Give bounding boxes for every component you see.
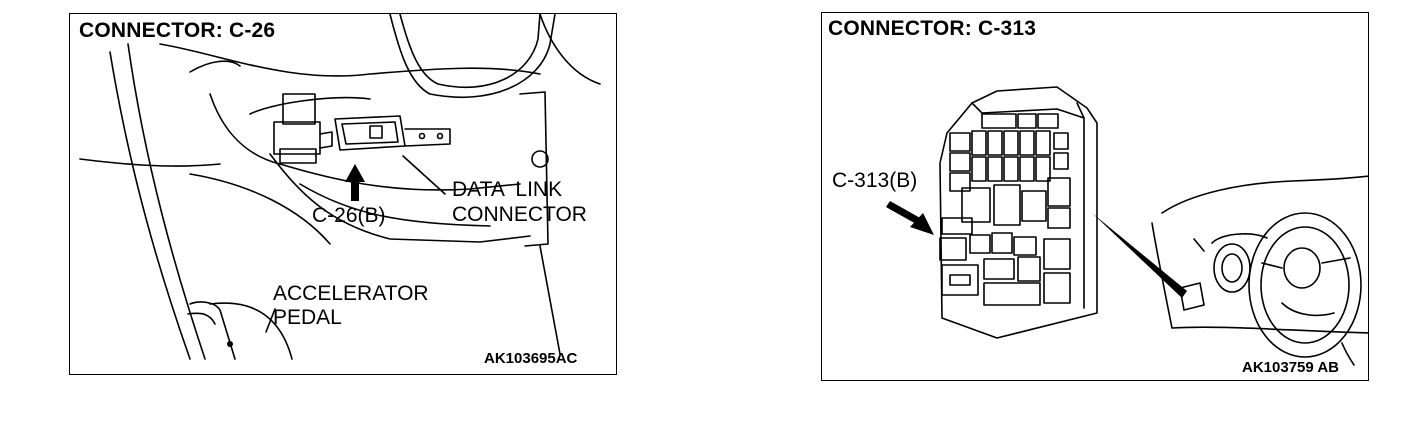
figure-code: AK103695AC (484, 350, 578, 367)
connector-title: CONNECTOR: C-26 (79, 19, 276, 42)
connector-title: CONNECTOR: C-313 (828, 17, 1037, 40)
junction-block-illustration (886, 13, 1369, 381)
accelerator-pedal-label-line2: PEDAL (273, 306, 342, 329)
connector-label: C-26(B) (312, 204, 386, 227)
data-link-connector-label-line1: DATA LINK (452, 178, 563, 201)
connector-c313-panel: CONNECTOR: C-313 C-313(B) AK103759 AB (821, 12, 1369, 381)
data-link-connector-label-line2: CONNECTOR (452, 203, 587, 226)
accelerator-pedal-label-line1: ACCELERATOR (273, 282, 429, 305)
figure-code: AK103759 AB (1242, 359, 1339, 376)
dashboard-underside-illustration (70, 14, 617, 375)
connector-label: C-313(B) (832, 169, 918, 192)
connector-c26-panel: CONNECTOR: C-26 C-26(B) DATA LINK CONNEC… (69, 13, 617, 375)
